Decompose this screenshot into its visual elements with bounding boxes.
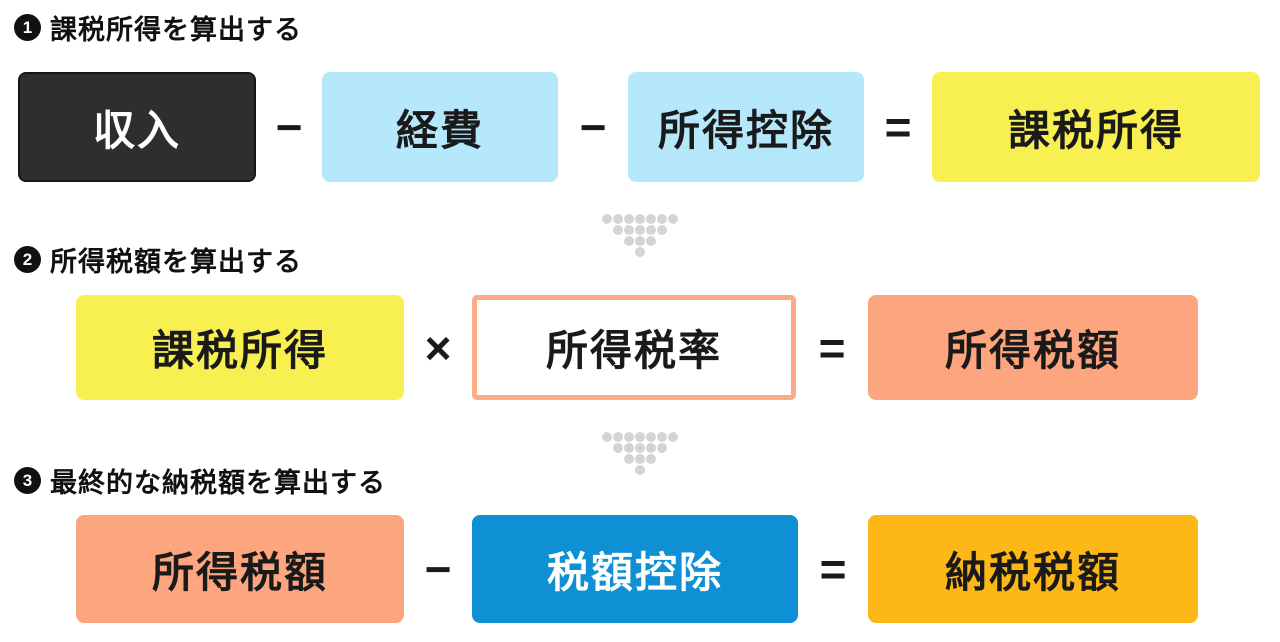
section-2-title: 所得税額を算出する [50, 247, 302, 277]
taxable-income-result-box: 課税所得 [932, 72, 1260, 182]
taxable-income-box: 課税所得 [76, 295, 404, 400]
step-3-number-badge: 3 [14, 467, 41, 494]
multiply-operator: × [424, 321, 452, 374]
income-box: 収入 [18, 72, 256, 182]
minus-operator-1: − [275, 101, 303, 153]
step-1-number-badge: 1 [14, 14, 41, 41]
down-arrow-dots-icon [602, 432, 678, 475]
equals-operator-1: = [884, 101, 912, 153]
equals-operator-3: = [819, 543, 847, 595]
tax-credit-box: 税額控除 [472, 515, 798, 623]
equals-operator-2: = [818, 321, 846, 374]
tax-payment-amount-result-box: 納税税額 [868, 515, 1198, 623]
section-1-header: 1 課税所得を算出する [14, 8, 302, 47]
minus-operator-3: − [424, 543, 452, 595]
income-tax-amount-box: 所得税額 [76, 515, 404, 623]
minus-operator-2: − [579, 101, 607, 153]
expenses-box: 経費 [322, 72, 558, 182]
section-1-title: 課税所得を算出する [50, 15, 302, 45]
income-tax-rate-box: 所得税率 [472, 295, 796, 400]
income-tax-amount-result-box: 所得税額 [868, 295, 1198, 400]
step-2-number-badge: 2 [14, 246, 41, 273]
section-3-title: 最終的な納税額を算出する [50, 468, 386, 498]
down-arrow-dots-icon [602, 214, 678, 257]
section-3-header: 3 最終的な納税額を算出する [14, 461, 386, 500]
income-deduction-box: 所得控除 [628, 72, 864, 182]
section-2-header: 2 所得税額を算出する [14, 240, 302, 279]
